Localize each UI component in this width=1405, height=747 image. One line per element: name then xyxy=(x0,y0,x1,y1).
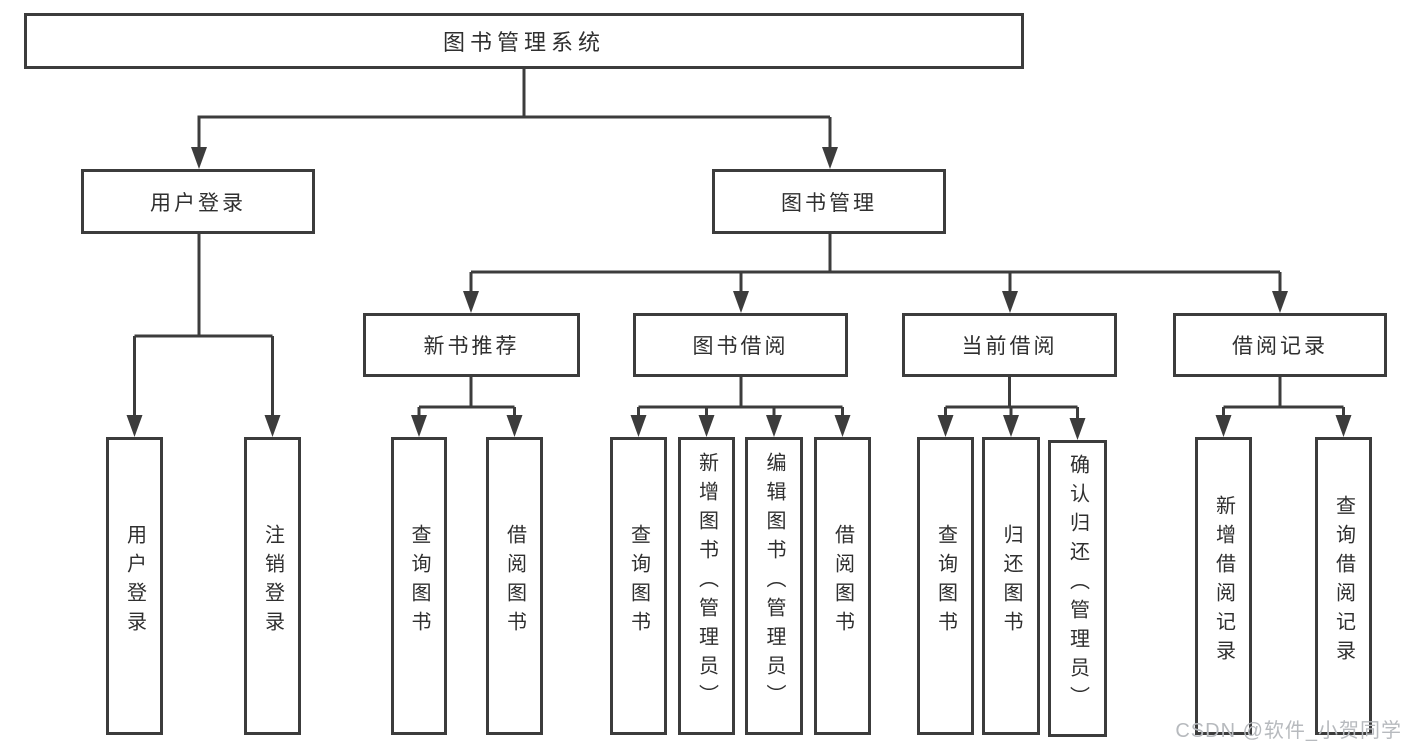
node-leaf-cb-query-books: 查询图书 xyxy=(917,437,974,735)
leaf-label: 编辑图书（管理员） xyxy=(763,451,785,713)
node-book-borrow: 图书借阅 xyxy=(633,313,848,377)
node-leaf-br-query-record: 查询借阅记录 xyxy=(1315,437,1372,735)
node-leaf-user-login: 用户登录 xyxy=(106,437,163,735)
leaf-label: 查询图书 xyxy=(408,524,430,640)
leaf-label: 注销登录 xyxy=(261,524,284,640)
node-leaf-bb-add-books-admin: 新增图书（管理员） xyxy=(678,437,735,735)
leaf-label: 借阅图书 xyxy=(503,524,526,640)
node-leaf-nb-query-books: 查询图书 xyxy=(391,437,447,735)
node-leaf-cb-return-books: 归还图书 xyxy=(982,437,1040,735)
node-root: 图书管理系统 xyxy=(24,13,1024,69)
node-user-login: 用户登录 xyxy=(81,169,315,234)
node-leaf-logout: 注销登录 xyxy=(244,437,301,735)
leaf-label: 借阅图书 xyxy=(831,524,854,640)
leaf-label: 确认归还（管理员） xyxy=(1066,454,1089,715)
node-leaf-bb-query-books: 查询图书 xyxy=(610,437,667,735)
leaf-label: 归还图书 xyxy=(1000,524,1022,640)
node-leaf-cb-confirm-return-admin: 确认归还（管理员） xyxy=(1048,440,1107,737)
node-leaf-bb-edit-books-admin: 编辑图书（管理员） xyxy=(745,437,803,735)
node-book-mgmt: 图书管理 xyxy=(712,169,946,234)
node-borrow-record: 借阅记录 xyxy=(1173,313,1387,377)
node-leaf-nb-borrow-books: 借阅图书 xyxy=(486,437,543,735)
leaf-label: 查询图书 xyxy=(934,524,957,640)
node-new-book-rec: 新书推荐 xyxy=(363,313,580,377)
leaf-label: 查询借阅记录 xyxy=(1332,495,1355,669)
leaf-label: 用户登录 xyxy=(123,524,146,640)
node-leaf-bb-borrow-books: 借阅图书 xyxy=(814,437,871,735)
watermark: CSDN @软件_小贺同学 xyxy=(1175,720,1402,742)
node-leaf-br-add-record: 新增借阅记录 xyxy=(1195,437,1252,735)
leaf-label: 新增借阅记录 xyxy=(1212,495,1235,669)
leaf-label: 新增图书（管理员） xyxy=(695,451,718,713)
node-current-borrow: 当前借阅 xyxy=(902,313,1117,377)
leaf-label: 查询图书 xyxy=(627,524,650,640)
